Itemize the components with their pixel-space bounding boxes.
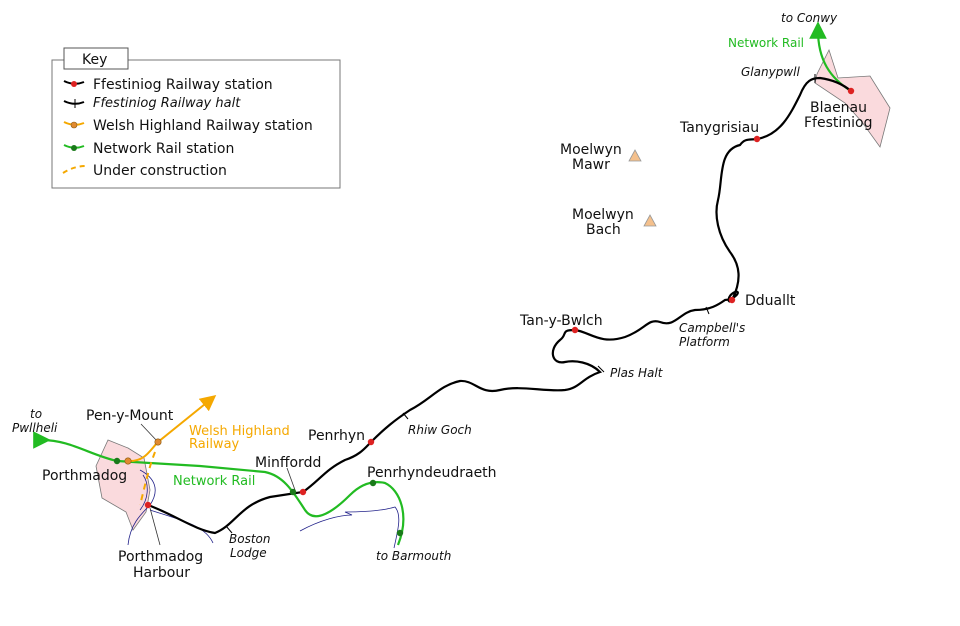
welsh-highland-under-construction: [139, 451, 156, 506]
label-network-rail-south: Network Rail: [173, 474, 255, 489]
label-blaenau-1: Blaenau: [810, 100, 867, 116]
label-to-conwy: to Conwy: [781, 11, 838, 25]
station-minffordd-fr[interactable]: [299, 488, 307, 496]
halt-ticks: [225, 74, 816, 534]
label-moelwyn-mawr-1: Moelwyn: [560, 142, 622, 158]
key-item-0: Ffestiniog Railway station: [93, 77, 273, 93]
label-blaenau-2: Ffestiniog: [804, 115, 872, 131]
station-penrhyn[interactable]: [367, 438, 375, 446]
station-porthmadog-harbour[interactable]: [144, 501, 152, 509]
label-glanypwll: Glanypwll: [741, 65, 800, 79]
station-dduallt[interactable]: [728, 296, 736, 304]
label-rhiw-goch: Rhiw Goch: [408, 423, 472, 437]
network-rail-line-south: [33, 431, 405, 546]
label-boston-lodge-1: Boston: [229, 532, 270, 546]
station-minffordd-nr[interactable]: [289, 488, 297, 496]
key-item-2: Welsh Highland Railway station: [93, 118, 313, 134]
station-barmouth-line[interactable]: [396, 529, 404, 537]
station-blaenau-ffestiniog[interactable]: [847, 87, 855, 95]
label-tanygrisiau: Tanygrisiau: [679, 120, 759, 136]
key-fr-station-icon: [71, 81, 77, 87]
label-penrhyn: Penrhyn: [308, 428, 365, 444]
town-blaenau-area: [814, 48, 891, 148]
label-boston-lodge-2: Lodge: [230, 546, 267, 560]
label-welsh-highland-2: Railway: [189, 437, 240, 452]
label-network-rail-north: Network Rail: [728, 36, 804, 50]
label-moelwyn-bach-1: Moelwyn: [572, 207, 634, 223]
label-welsh-highland-1: Welsh Highland: [189, 424, 290, 439]
label-moelwyn-bach-2: Bach: [586, 222, 621, 238]
key-item-3: Network Rail station: [93, 141, 234, 157]
label-tan-y-bwlch: Tan-y-Bwlch: [519, 313, 603, 329]
mountain-moelwyn-bach-icon: [643, 214, 657, 227]
label-leaders: [140, 423, 296, 546]
label-campbells-2: Platform: [679, 335, 730, 349]
station-tan-y-bwlch[interactable]: [571, 326, 579, 334]
station-tanygrisiau[interactable]: [753, 135, 761, 143]
label-pen-y-mount: Pen-y-Mount: [86, 408, 174, 424]
label-to-pwllheli-2: Pwllheli: [12, 421, 58, 435]
mountain-moelwyn-mawr-icon: [628, 149, 642, 162]
label-to-pwllheli-1: to: [30, 407, 42, 421]
label-penrhyndeudraeth: Penrhyndeudraeth: [367, 465, 497, 481]
station-porthmadog-whr[interactable]: [124, 457, 132, 465]
label-porthmadog-harbour-1: Porthmadog: [118, 549, 203, 565]
map-key: Key Ffestiniog Railway station Ffestinio…: [51, 47, 341, 189]
key-item-1: Ffestiniog Railway halt: [93, 96, 241, 111]
station-porthmadog-nr[interactable]: [113, 457, 121, 465]
key-item-4: Under construction: [93, 163, 227, 179]
key-under-construction-icon: [62, 165, 87, 174]
station-penrhyndeudraeth[interactable]: [369, 479, 377, 487]
key-whr-station-icon: [70, 121, 78, 129]
label-dduallt: Dduallt: [745, 293, 796, 309]
label-porthmadog-harbour-2: Harbour: [133, 565, 190, 581]
town-porthmadog-area: [95, 439, 151, 531]
station-pen-y-mount[interactable]: [154, 438, 162, 446]
label-moelwyn-mawr-2: Mawr: [572, 157, 610, 173]
label-porthmadog: Porthmadog: [42, 468, 127, 484]
label-plas-halt: Plas Halt: [610, 366, 664, 380]
key-title: Key: [82, 52, 107, 68]
label-minffordd: Minffordd: [255, 455, 321, 471]
key-nr-station-icon: [71, 145, 77, 151]
label-to-barmouth: to Barmouth: [376, 549, 451, 563]
label-campbells-1: Campbell's: [679, 321, 745, 335]
